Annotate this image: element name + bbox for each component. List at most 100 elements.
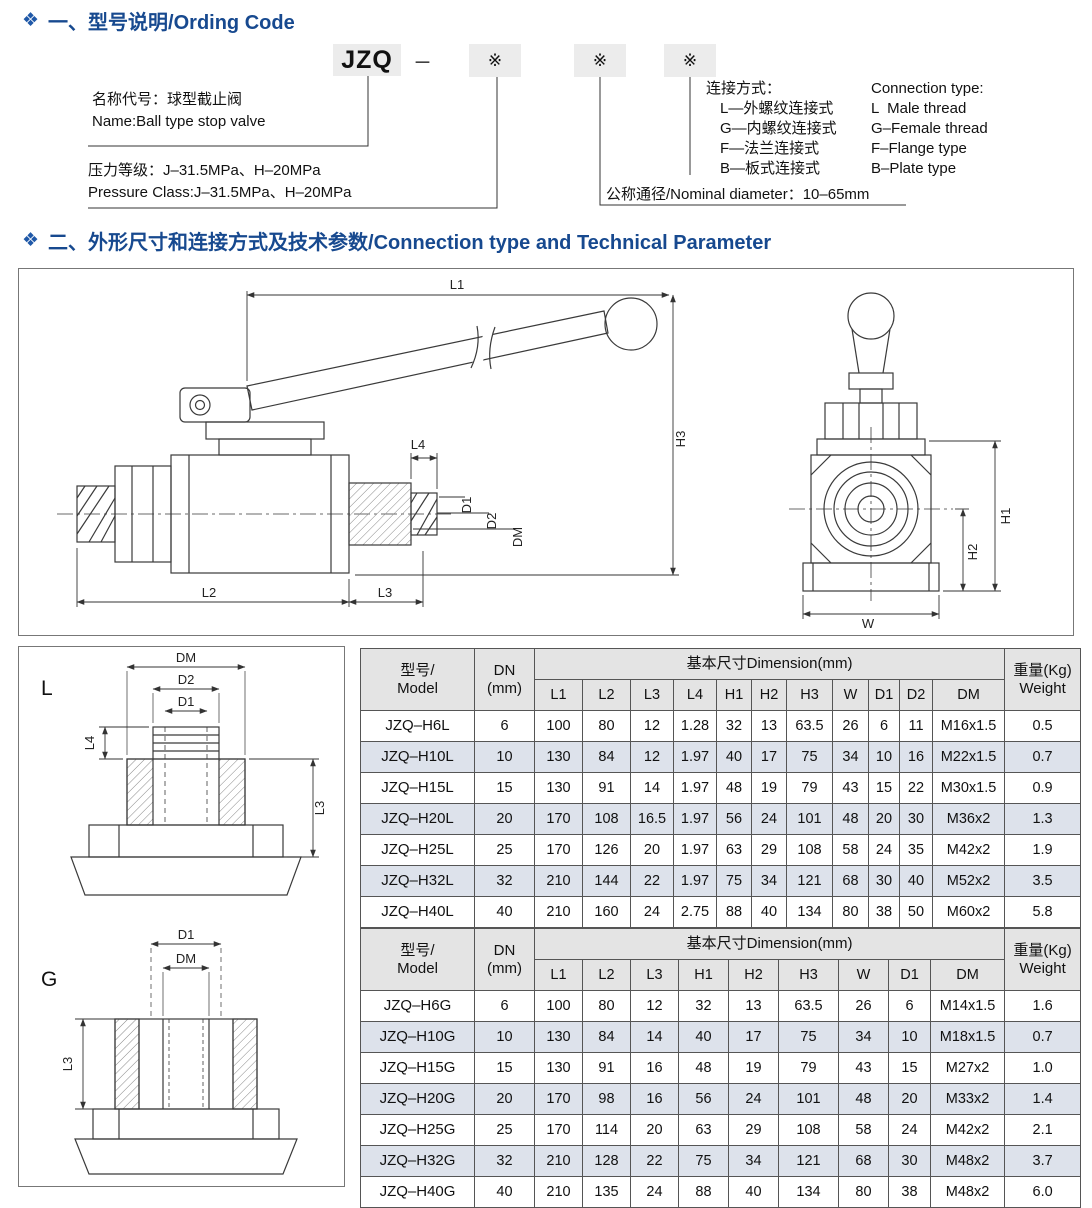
cell-value: 6 (474, 710, 535, 742)
cell-value: 38 (888, 1176, 931, 1208)
cell-value: 10 (474, 741, 535, 773)
model-code: JZQ (333, 44, 401, 76)
cell-value: 13 (728, 990, 779, 1022)
connection-type-cn-title: 连接方式： (706, 80, 782, 97)
col-header-dm: DM (931, 679, 1006, 711)
col-header-l2: L2 (582, 959, 631, 991)
cell-value: 108 (582, 803, 631, 835)
cell-value: 19 (751, 772, 787, 804)
cell-value: 100 (534, 990, 583, 1022)
cell-value: 35 (899, 834, 933, 866)
valve-side-view (57, 297, 658, 574)
cell-value: M27x2 (929, 1052, 1006, 1084)
cell-model: JZQ–H15G (360, 1052, 475, 1084)
col-header-l2: L2 (582, 679, 631, 711)
dim-label-l1: L1 (450, 277, 464, 292)
cell-value: 101 (786, 803, 833, 835)
valve-front-view (789, 292, 953, 601)
col-header-h2: H2 (751, 679, 787, 711)
cell-value: 130 (534, 1021, 583, 1053)
cell-value: 58 (832, 834, 869, 866)
cell-value: 0.9 (1004, 772, 1082, 804)
cell-value: 40 (474, 896, 535, 928)
cell-value: 40 (678, 1021, 729, 1053)
cell-value: 130 (534, 772, 583, 804)
cell-value: M14x1.5 (929, 990, 1006, 1022)
cell-value: 11 (899, 710, 933, 742)
cell-model: JZQ–H20G (360, 1083, 475, 1115)
cell-value: 100 (534, 710, 583, 742)
cell-value: 25 (474, 834, 535, 866)
cell-value: 134 (778, 1176, 839, 1208)
code-star-2: ※ (574, 44, 626, 77)
cell-value: 24 (888, 1114, 931, 1146)
section1-header: ❖ 一、型号说明/Ording Code (22, 6, 295, 35)
cell-value: 22 (630, 865, 674, 897)
cell-value: 91 (582, 772, 631, 804)
dim-label-w: W (862, 616, 875, 631)
cell-value: 24 (630, 896, 674, 928)
cell-value: 88 (716, 896, 752, 928)
cell-value: M16x1.5 (931, 710, 1006, 742)
col-header-l4: L4 (673, 679, 717, 711)
cell-value: 63.5 (778, 990, 839, 1022)
col-header-h2: H2 (728, 959, 779, 991)
cell-model: JZQ–H6G (360, 990, 475, 1022)
cell-value: 12 (630, 990, 679, 1022)
cell-value: 210 (534, 865, 583, 897)
col-header-h3: H3 (778, 959, 839, 991)
cell-value: 79 (786, 772, 833, 804)
cell-value: 75 (786, 741, 833, 773)
cell-value: 50 (899, 896, 933, 928)
cell-model: JZQ–H32G (360, 1145, 475, 1177)
col-header-dn: DN(mm) (474, 928, 535, 991)
cell-value: 1.9 (1004, 834, 1082, 866)
dim-label-h2: H2 (965, 544, 980, 561)
connection-en-item: L Male thread (871, 100, 967, 117)
cell-value: 6 (888, 990, 931, 1022)
col-header-dm: DM (929, 959, 1006, 991)
cell-value: 34 (751, 865, 787, 897)
cell-value: 63.5 (786, 710, 833, 742)
cell-value: 32 (474, 1145, 535, 1177)
cell-value: 130 (534, 741, 583, 773)
cell-value: 24 (630, 1176, 679, 1208)
cell-value: 75 (716, 865, 752, 897)
cell-value: M48x2 (929, 1176, 1006, 1208)
connection-cn-item: L—外螺纹连接式 (720, 100, 834, 117)
cell-value: M22x1.5 (931, 741, 1006, 773)
connection-cn-item: F—法兰连接式 (720, 140, 820, 157)
cell-value: 48 (838, 1083, 889, 1115)
dim-label-d1: D1 (459, 497, 474, 514)
cell-value: 6 (868, 710, 900, 742)
cell-model: JZQ–H6L (360, 710, 475, 742)
dim-label-l3: L3 (60, 1057, 75, 1071)
cell-value: 48 (716, 772, 752, 804)
pressure-class-en: Pressure Class:J–31.5MPa、H–20MPa (88, 184, 352, 201)
cell-model: JZQ–H10L (360, 741, 475, 773)
cell-value: 130 (534, 1052, 583, 1084)
cell-value: 170 (534, 1114, 583, 1146)
cell-value: 170 (534, 1083, 583, 1115)
cell-value: 1.3 (1004, 803, 1082, 835)
connection-type-en-title: Connection type: (871, 80, 984, 97)
diamond-bullet-icon: ❖ (22, 230, 40, 251)
cell-value: 16.5 (630, 803, 674, 835)
cell-value: 32 (678, 990, 729, 1022)
diamond-bullet-icon: ❖ (22, 10, 40, 31)
cell-value: 40 (716, 741, 752, 773)
valve-name-cn: 名称代号：球型截止阀 (92, 91, 243, 108)
detail-g-title: G (41, 968, 57, 991)
connection-en-item: G–Female thread (871, 120, 988, 137)
cell-value: 80 (582, 710, 631, 742)
cell-model: JZQ–H40L (360, 896, 475, 928)
dim-label-dm: DM (176, 650, 196, 665)
